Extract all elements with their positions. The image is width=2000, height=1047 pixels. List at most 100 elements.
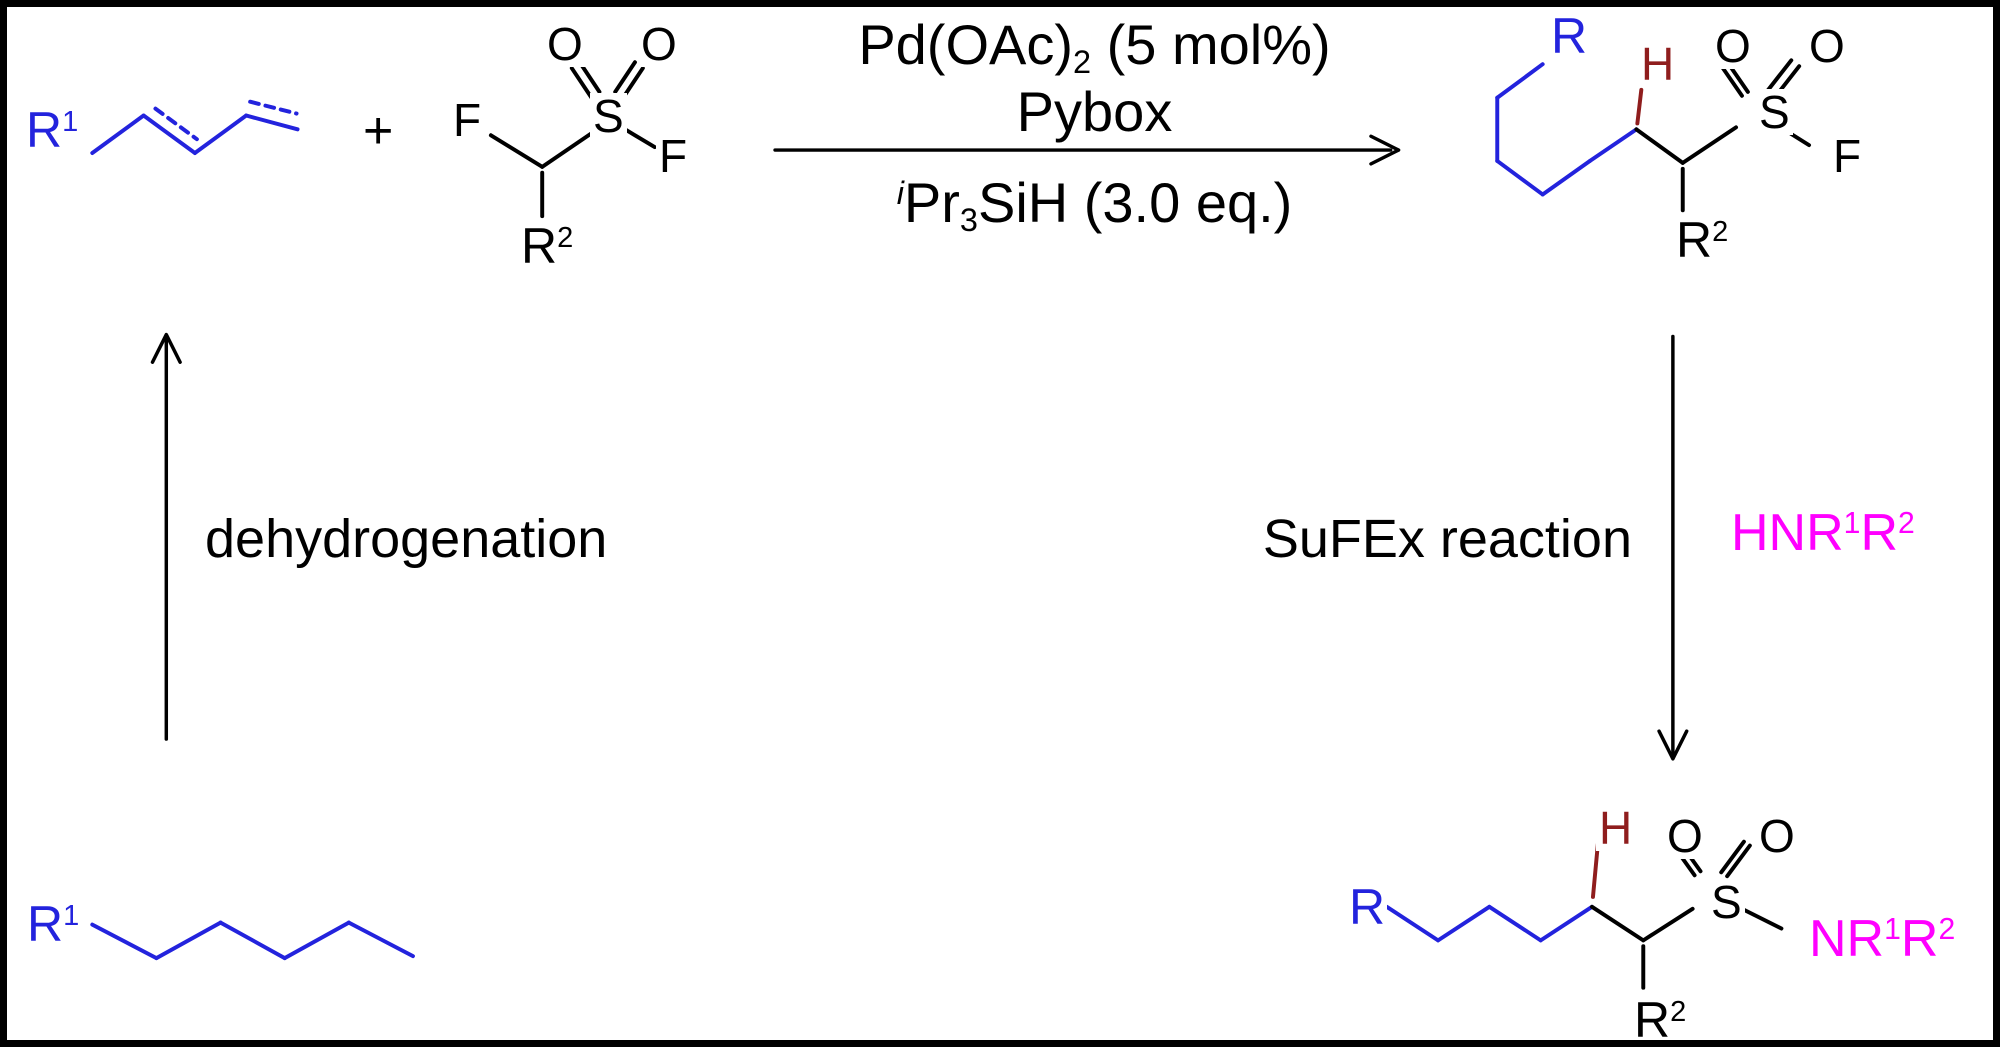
silane-iso-prefix: i <box>896 175 904 212</box>
product-top-o-left-label: O <box>1712 23 1754 69</box>
amide-mid: R <box>1900 910 1939 968</box>
plus-sign: + <box>363 102 394 160</box>
amide-pre: NR <box>1809 910 1885 968</box>
product-bottom-r2-label: R2 <box>1632 992 1689 1047</box>
product-top-r-label: R <box>1549 8 1590 64</box>
bond-line <box>1384 904 1441 943</box>
diene-r1-label: R1 <box>24 102 81 158</box>
catalyst-subscript: 2 <box>1073 44 1092 81</box>
reagent-r2-label: R2 <box>519 218 576 274</box>
double-bond-dash <box>248 99 299 116</box>
diene-r1-sup: 1 <box>62 106 79 139</box>
bond-line <box>1538 904 1594 943</box>
catalyst-text: Pd(OAc) <box>858 13 1074 76</box>
silane-subscript: 3 <box>959 202 978 239</box>
product-top-r2-base: R <box>1676 212 1713 268</box>
bond-line <box>1634 127 1685 165</box>
product-bottom-o-right-label: O <box>1756 813 1798 859</box>
conditions-catalyst: Pd(OAc)2 (5 mol%) <box>787 17 1402 79</box>
diene-structure <box>90 99 300 155</box>
catalyst-loading: (5 mol%) <box>1091 13 1331 76</box>
dehydrogenation-label: dehydrogenation <box>205 509 608 569</box>
alkane-r1-base: R <box>27 896 64 952</box>
bond-line <box>623 127 657 150</box>
alkane-structure <box>90 920 415 961</box>
dehydrogenation-arrow <box>150 332 182 741</box>
bond-line <box>1436 904 1492 943</box>
double-bond-line <box>569 66 594 100</box>
bond-line <box>1495 62 1545 100</box>
bond-network <box>90 58 1812 990</box>
bond-line <box>90 113 146 155</box>
bond-line <box>1588 127 1639 163</box>
amine-sup1: 1 <box>1843 507 1861 541</box>
double-bond-line <box>613 60 637 94</box>
amide-sup1: 1 <box>1884 913 1901 947</box>
bond-line <box>244 113 300 132</box>
silane-rest: SiH (3.0 eq.) <box>977 171 1293 234</box>
bond-line <box>192 113 249 155</box>
reaction-arrow <box>773 134 1401 166</box>
arrow-head <box>1657 729 1689 761</box>
alkane-r1-sup: 1 <box>63 900 80 933</box>
double-bond-line <box>1764 58 1794 94</box>
bond-line <box>1487 904 1543 943</box>
amine-reagent-label: HNR1R2 <box>1729 507 1917 559</box>
reagent-r2-base: R <box>521 218 558 274</box>
product-top-h-label: H <box>1638 41 1678 87</box>
sulfonamide-n-group-label: NR1R2 <box>1807 910 1958 968</box>
product-top-f-label: F <box>1830 133 1865 179</box>
bond-line <box>90 922 159 961</box>
silane-base: Pr <box>903 171 960 234</box>
amine-pre: HNR <box>1731 504 1844 562</box>
reagent-f-right-label: F <box>656 133 691 179</box>
bond-line <box>1641 906 1695 943</box>
double-bond-line <box>1725 843 1752 879</box>
sufex-arrow <box>1657 334 1689 761</box>
reagent-s-label: S <box>590 93 627 139</box>
diene-r1-base: R <box>26 102 63 158</box>
bond-line <box>282 920 351 961</box>
reagent-o-left-label: O <box>544 21 586 67</box>
reagent-f-left-label: F <box>450 97 485 143</box>
c-h-bond-line <box>1635 87 1644 126</box>
double-bond-dash <box>153 106 199 142</box>
product-top-s-label: S <box>1756 89 1793 135</box>
arrow-head <box>1369 134 1401 166</box>
reagent-o-right-label: O <box>638 21 680 67</box>
alkane-r1-label: R1 <box>25 896 82 952</box>
conditions-ligand: Pybox <box>1016 80 1173 143</box>
sulfonyl-fluoride-structure <box>488 60 657 219</box>
bond-line <box>540 131 594 169</box>
bond-line <box>154 920 223 961</box>
double-bond-line <box>621 66 645 100</box>
product-bottom-r2-sup: 2 <box>1670 996 1687 1029</box>
bond-line <box>1540 158 1592 197</box>
bond-line <box>218 920 287 961</box>
bond-line <box>488 133 545 169</box>
amine-mid: R <box>1860 504 1899 562</box>
product-top-r2-label: R2 <box>1674 212 1731 268</box>
product-top-r2-sup: 2 <box>1712 216 1729 249</box>
amide-sup2: 2 <box>1938 913 1956 947</box>
bond-line <box>1680 125 1738 165</box>
c-h-bond-line <box>1590 841 1600 899</box>
double-bond-line <box>1719 839 1746 875</box>
product-bottom-o-left-label: O <box>1664 813 1706 859</box>
bond-line <box>1590 904 1646 943</box>
bond-line <box>141 113 197 155</box>
double-bond-line <box>1720 65 1744 98</box>
conditions-silane: iPr3SiH (3.0 eq.) <box>787 175 1402 237</box>
product-bottom-s-label: S <box>1708 879 1745 925</box>
bond-line <box>1495 158 1545 197</box>
product-bottom-r2-base: R <box>1634 992 1671 1047</box>
product-top-o-right-label: O <box>1806 23 1848 69</box>
product-bottom-r-label: R <box>1347 879 1388 935</box>
product-bottom-h-label: H <box>1596 805 1636 851</box>
reagent-r2-sup: 2 <box>557 222 574 255</box>
bond-line <box>346 920 415 959</box>
sufex-reaction-label: SuFEx reaction <box>1262 509 1632 569</box>
amine-sup2: 2 <box>1898 507 1915 541</box>
double-bond-line <box>577 60 602 94</box>
arrow-head <box>150 332 182 364</box>
